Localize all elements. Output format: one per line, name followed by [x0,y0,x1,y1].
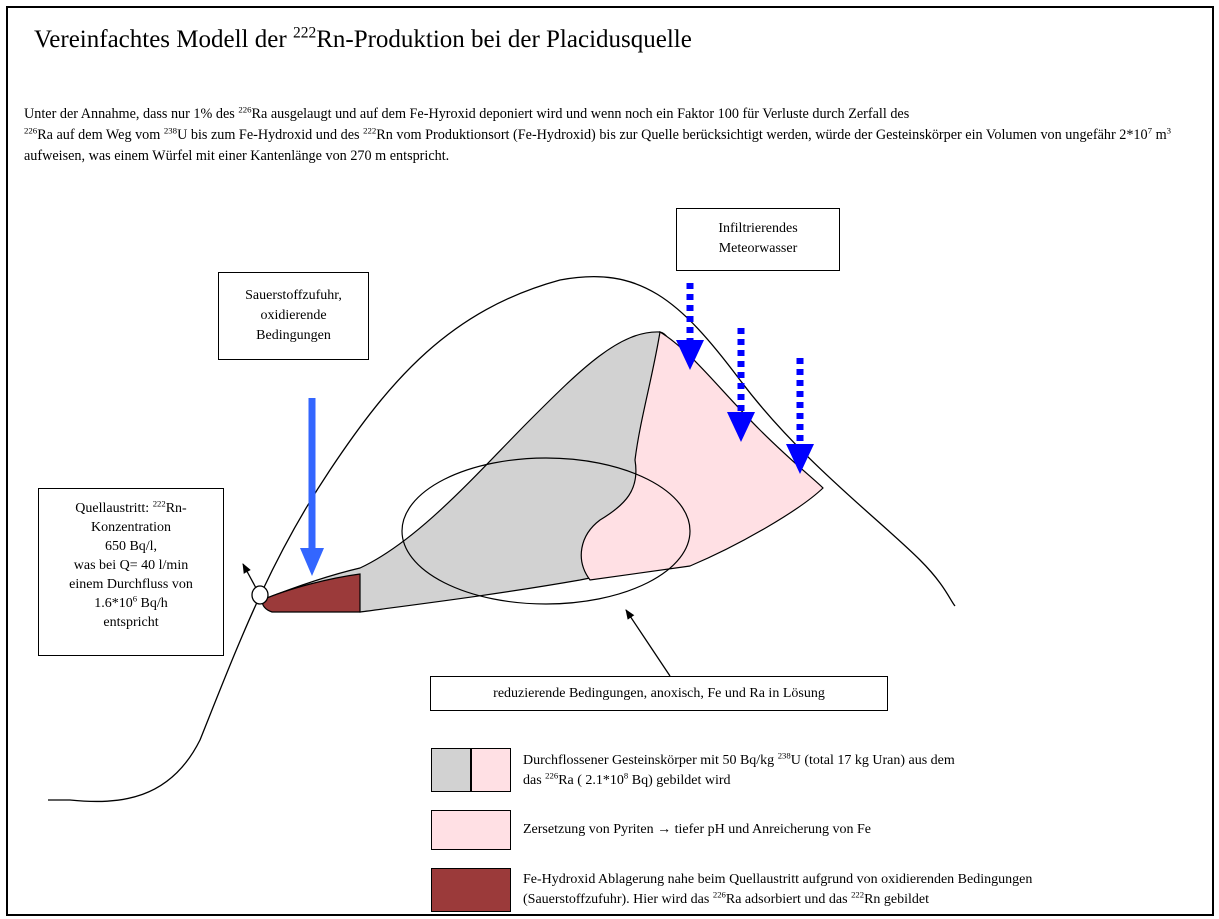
infiltration-label-line1: Infiltrierendes [718,221,798,236]
legend-item-rock-body: Durchflossener Gesteinskörper mit 50 Bq/… [523,750,955,788]
spring-exit-label-box: Quellaustritt: 222Rn- Konzentration 650 … [38,488,224,656]
spring-exit-arrow [242,563,257,589]
legend-swatch-grey [431,748,471,792]
reducing-zone-pointer [625,609,671,677]
legend-swatch-pink [471,748,511,792]
spring-label-line1: Quellaustritt: 222Rn- [75,498,187,516]
reducing-conditions-label-box: reduzierende Bedingungen, anoxisch, Fe u… [430,676,888,711]
intro-paragraph: Unter der Annahme, dass nur 1% des 226Ra… [24,104,1172,164]
infiltration-arrow-3 [786,358,814,474]
oxygen-label-line2: oxidierende [260,308,327,323]
spring-label-line3: 650 Bq/l, [104,539,158,554]
infiltration-arrow-2 [727,328,755,442]
spring-exit-marker [251,585,269,605]
infiltration-label-line2: Meteorwasser [718,241,798,256]
spring-label-line2: Konzentration [90,520,172,535]
right-arrow-icon: → [657,822,672,837]
legend-item-pyrite: Zersetzung von Pyriten → tiefer pH und A… [523,822,871,837]
oxygen-supply-arrow [300,398,324,576]
pink-rock-zone [580,331,824,581]
spring-label-line7: entspricht [103,615,159,630]
legend-item-fe-hydroxide: Fe-Hydroxid Ablagerung nahe beim Quellau… [523,872,1033,907]
reducing-conditions-label: reduzierende Bedingungen, anoxisch, Fe u… [493,686,825,701]
reducing-zone-ellipse [401,457,691,605]
diagram-frame [6,6,1214,916]
spring-label-line5: einem Durchfluss von [69,577,193,592]
oxygen-label-line1: Sauerstoffzufuhr, [245,288,342,303]
oxygen-label-line3: Bedingungen [256,328,331,343]
hill-outline [48,276,956,803]
infiltration-label-box: Infiltrierendes Meteorwasser [676,208,840,271]
page-title: Vereinfachtes Modell der 222Rn-Produktio… [34,24,692,53]
spring-label-line6: 1.6*106 Bq/h [94,593,168,611]
legend-swatch-pyrite [431,810,511,850]
fe-hydroxide-zone [261,573,361,613]
infiltration-arrow-1 [676,283,704,370]
spring-label-line4: was bei Q= 40 l/min [73,558,189,573]
legend-swatch-fe-hydroxide [431,868,511,912]
oxygen-supply-label-box: Sauerstoffzufuhr, oxidierende Bedingunge… [218,272,369,360]
